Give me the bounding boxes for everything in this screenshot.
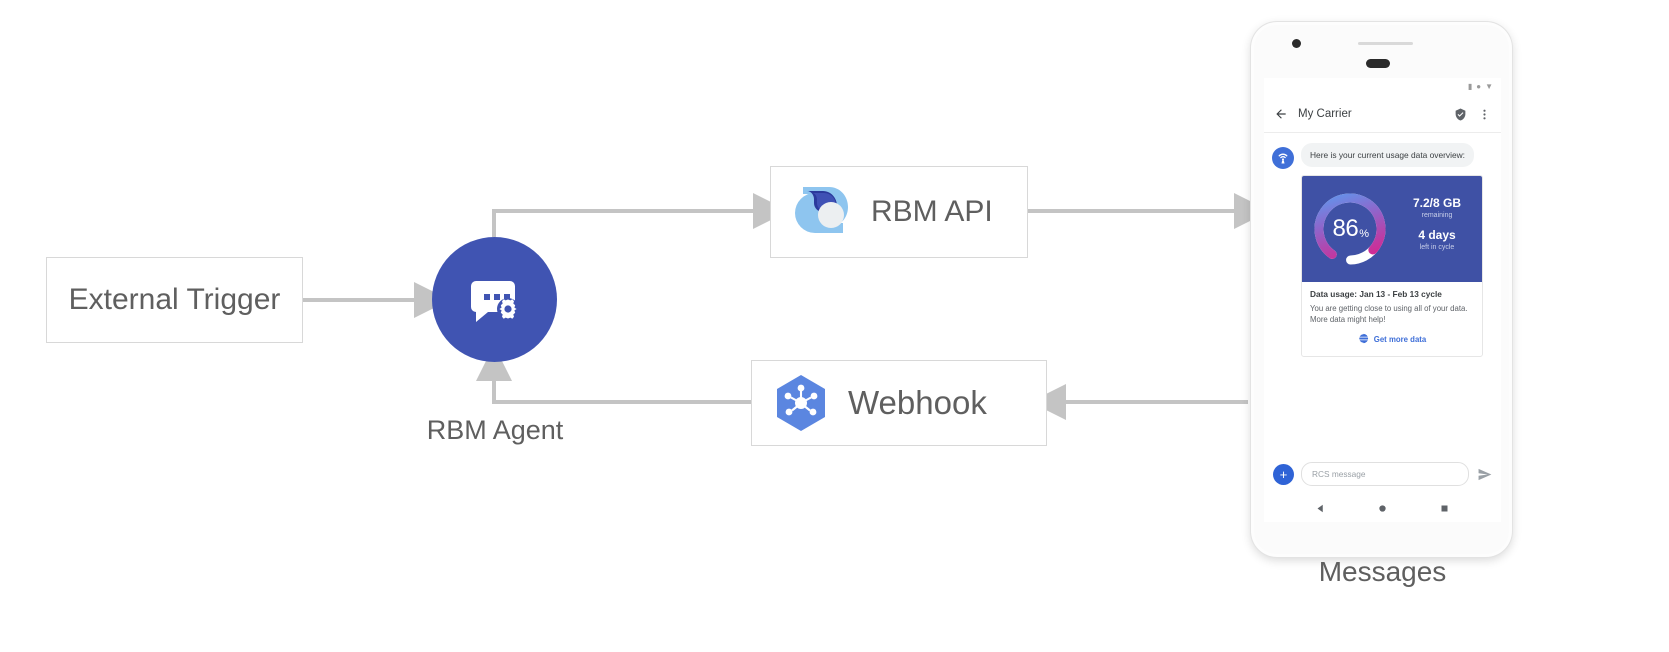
rbm-api-label: RBM API: [871, 195, 993, 228]
status-bar: ▮ ● ▼: [1264, 78, 1501, 96]
data-remaining-label: remaining: [1421, 211, 1453, 219]
front-camera-icon: [1292, 39, 1301, 48]
rbm-api-droplet-logo: [795, 187, 848, 233]
message-composer: + RCS message: [1264, 454, 1501, 494]
rbm-api-node[interactable]: RBM API: [770, 166, 1028, 258]
usage-gauge: 86%: [1306, 185, 1394, 273]
signal-icon: ▮: [1467, 82, 1473, 91]
card-body: Data usage: Jan 13 - Feb 13 cycle You ar…: [1302, 282, 1482, 356]
nav-back-triangle-icon[interactable]: [1316, 500, 1325, 518]
get-more-data-label: Get more data: [1373, 335, 1427, 345]
card-description: You are getting close to using all of yo…: [1310, 303, 1468, 324]
android-nav-bar: [1264, 496, 1501, 522]
nav-recents-square-icon[interactable]: [1440, 500, 1449, 518]
webhook-node[interactable]: Webhook: [751, 360, 1047, 446]
rcs-input-placeholder: RCS message: [1312, 469, 1366, 479]
days-left-value: 4 days: [1418, 228, 1456, 242]
gauge-percent: 86%: [1306, 185, 1394, 273]
earpiece-grille: [1358, 42, 1413, 45]
battery-icon: ▼: [1485, 82, 1493, 91]
chat-bubble-gear-icon: [470, 280, 519, 322]
conversation-area: Here is your current usage data overview…: [1264, 133, 1501, 358]
data-usage-rich-card[interactable]: 86% 7.2/8 GB remaining 4 days left in cy…: [1301, 175, 1483, 358]
app-bar-title: My Carrier: [1298, 108, 1352, 120]
back-arrow-icon[interactable]: [1274, 107, 1288, 121]
days-left-label: left in cycle: [1419, 243, 1455, 251]
card-title: Data usage: Jan 13 - Feb 13 cycle: [1310, 289, 1442, 299]
wifi-icon: ●: [1476, 82, 1482, 91]
webhook-label: Webhook: [848, 384, 987, 421]
verified-shield-icon[interactable]: [1453, 107, 1467, 121]
get-more-data-button[interactable]: Get more data: [1310, 325, 1474, 352]
phone-device: ▮ ● ▼ My Carrier: [1251, 22, 1512, 557]
messages-label: Messages: [1318, 556, 1447, 587]
send-icon[interactable]: [1476, 467, 1492, 482]
data-remaining-value: 7.2/8 GB: [1412, 196, 1462, 211]
app-bar: My Carrier: [1264, 96, 1501, 133]
phone-screen: ▮ ● ▼ My Carrier: [1264, 78, 1501, 522]
hero-stats: 7.2/8 GB remaining 4 days left in cycle: [1398, 196, 1476, 261]
speaker-slot: [1366, 59, 1390, 68]
more-vert-icon[interactable]: [1477, 107, 1491, 121]
gauge-percent-value: 86: [1332, 215, 1359, 242]
rcs-message-input[interactable]: RCS message: [1301, 462, 1469, 486]
card-hero: 86% 7.2/8 GB remaining 4 days left in cy…: [1302, 176, 1482, 282]
nav-home-circle-icon[interactable]: [1378, 500, 1387, 518]
plus-icon[interactable]: +: [1273, 463, 1294, 485]
rbm-agent-label: RBM Agent: [426, 415, 564, 445]
external-trigger-label: External Trigger: [68, 283, 281, 316]
agent-message-bubble: Here is your current usage data overview…: [1301, 143, 1475, 168]
message-row: Here is your current usage data overview…: [1272, 143, 1493, 169]
globe-icon: [1352, 333, 1369, 346]
rbm-agent-node[interactable]: [432, 237, 557, 362]
gauge-percent-symbol: %: [1359, 228, 1369, 240]
cloud-functions-hexagon-icon: [777, 375, 825, 431]
external-trigger-node[interactable]: External Trigger: [46, 257, 303, 343]
carrier-antenna-icon: [1272, 147, 1294, 169]
